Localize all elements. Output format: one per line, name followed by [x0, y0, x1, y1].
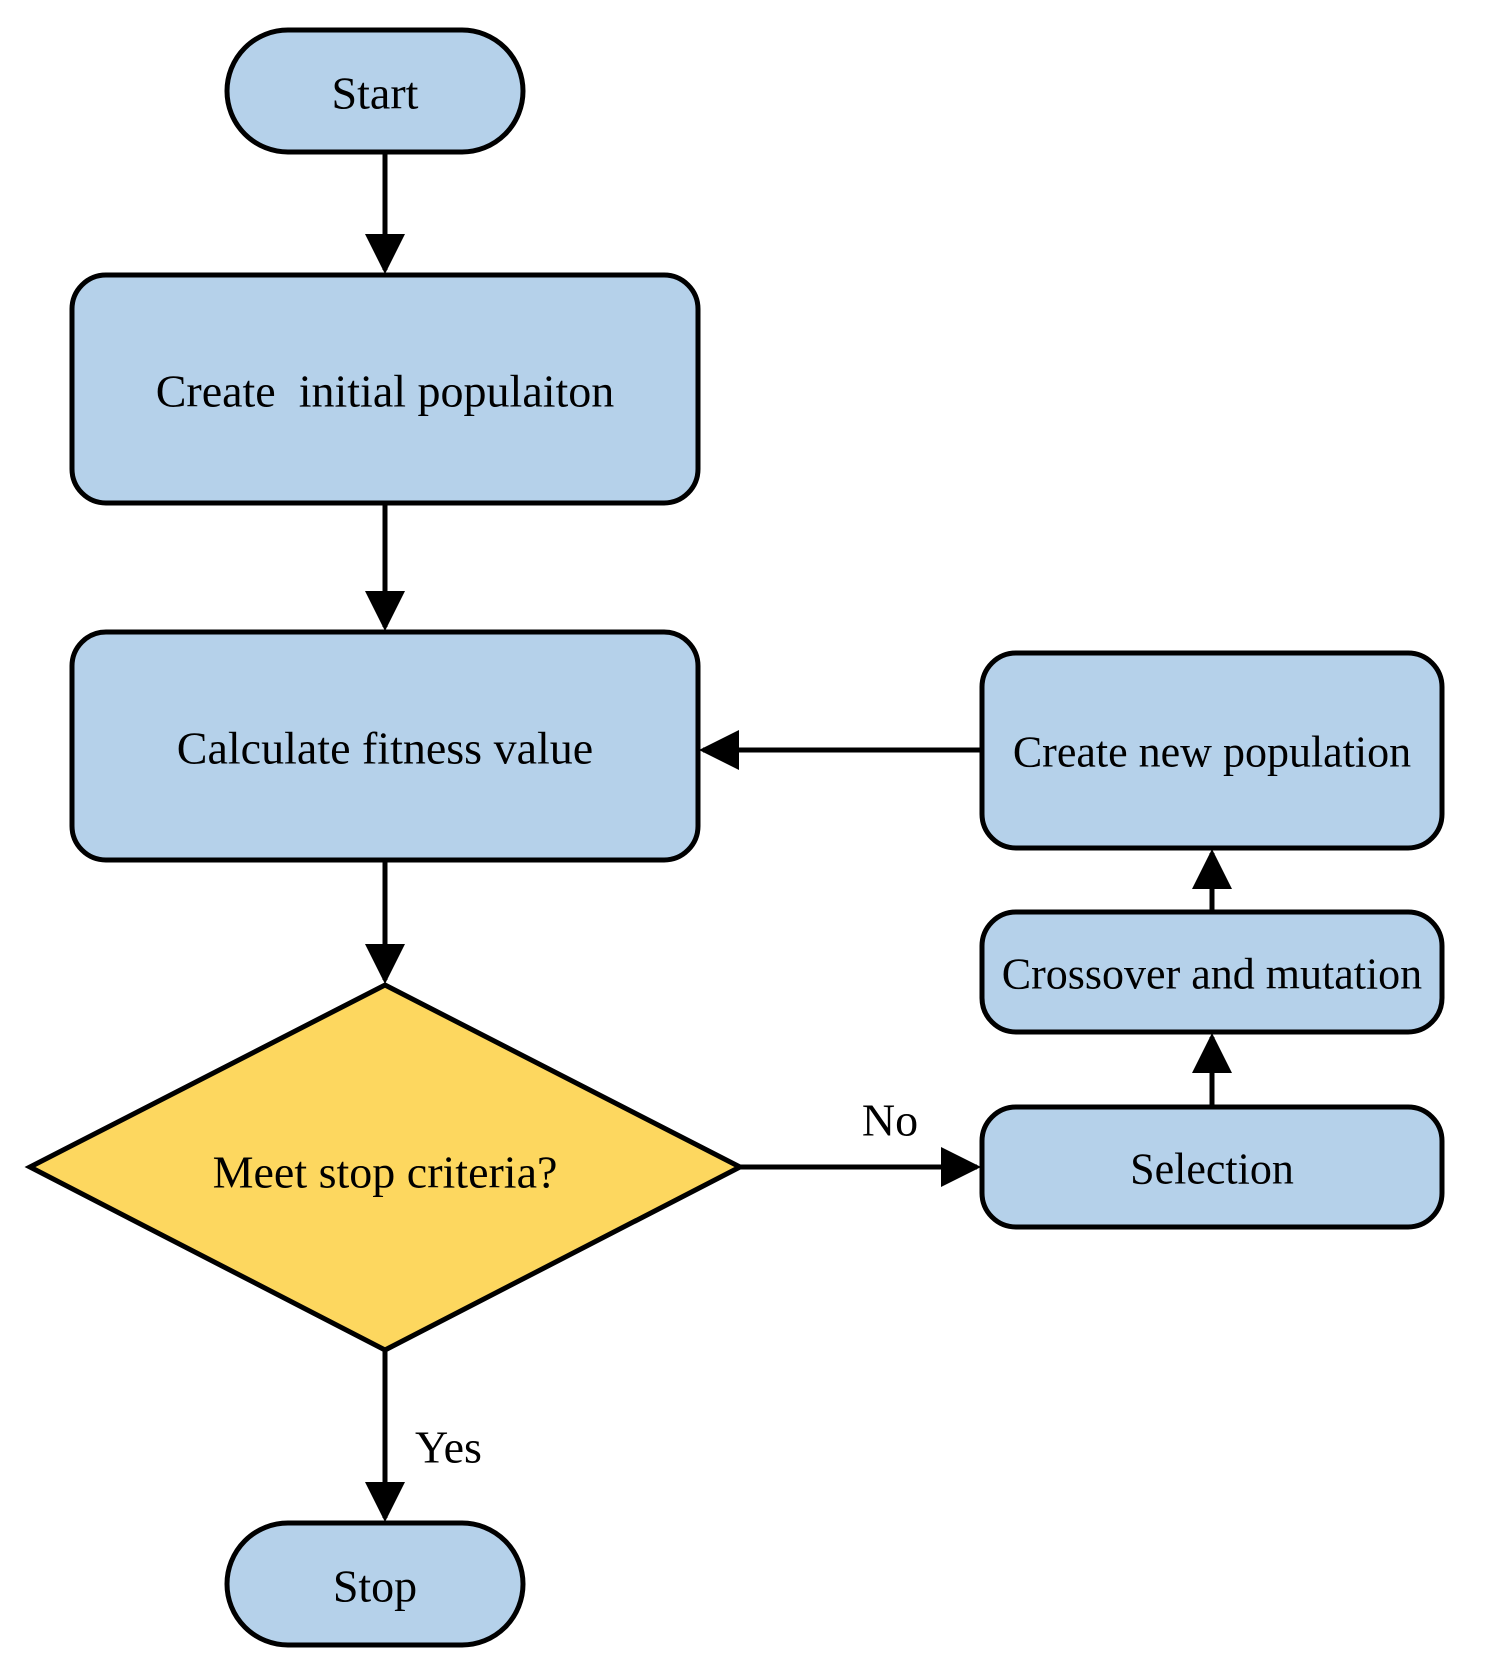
create-initial-population-shape [69, 272, 701, 506]
start-terminator-shape [224, 27, 526, 155]
calculate-fitness-value-shape [69, 629, 701, 863]
create-new-population-shape [979, 650, 1445, 851]
crossover-and-mutation-label: Crossover and mutation [1002, 950, 1422, 999]
node-meet-stop-criteria-decision: Meet stop criteria? [24, 982, 746, 1353]
node-create-initial-population: Create initial populaiton [69, 272, 701, 506]
node-calculate-fitness-value: Calculate fitness value [69, 629, 701, 863]
create-new-population-label: Create new population [1013, 728, 1411, 777]
start-label: Start [332, 68, 419, 119]
stop-terminator-shape [224, 1520, 526, 1648]
node-start: Start [224, 27, 526, 155]
stop-label: Stop [333, 1561, 417, 1612]
edge-label-no: No [862, 1095, 918, 1146]
calculate-fitness-value-label: Calculate fitness value [177, 723, 593, 774]
node-stop: Stop [224, 1520, 526, 1648]
meet-stop-criteria-label: Meet stop criteria? [213, 1147, 558, 1198]
node-create-new-population: Create new population [979, 650, 1445, 851]
selection-shape [979, 1104, 1445, 1230]
node-crossover-and-mutation: Crossover and mutation [979, 909, 1445, 1035]
crossover-and-mutation-shape [979, 909, 1445, 1035]
node-selection: Selection [979, 1104, 1445, 1230]
edges: Yes No [365, 152, 1232, 1522]
meet-stop-criteria-diamond-shape [24, 982, 746, 1353]
edge-label-yes: Yes [415, 1422, 482, 1473]
selection-label: Selection [1130, 1145, 1294, 1194]
create-initial-population-label: Create initial populaiton [156, 366, 615, 417]
